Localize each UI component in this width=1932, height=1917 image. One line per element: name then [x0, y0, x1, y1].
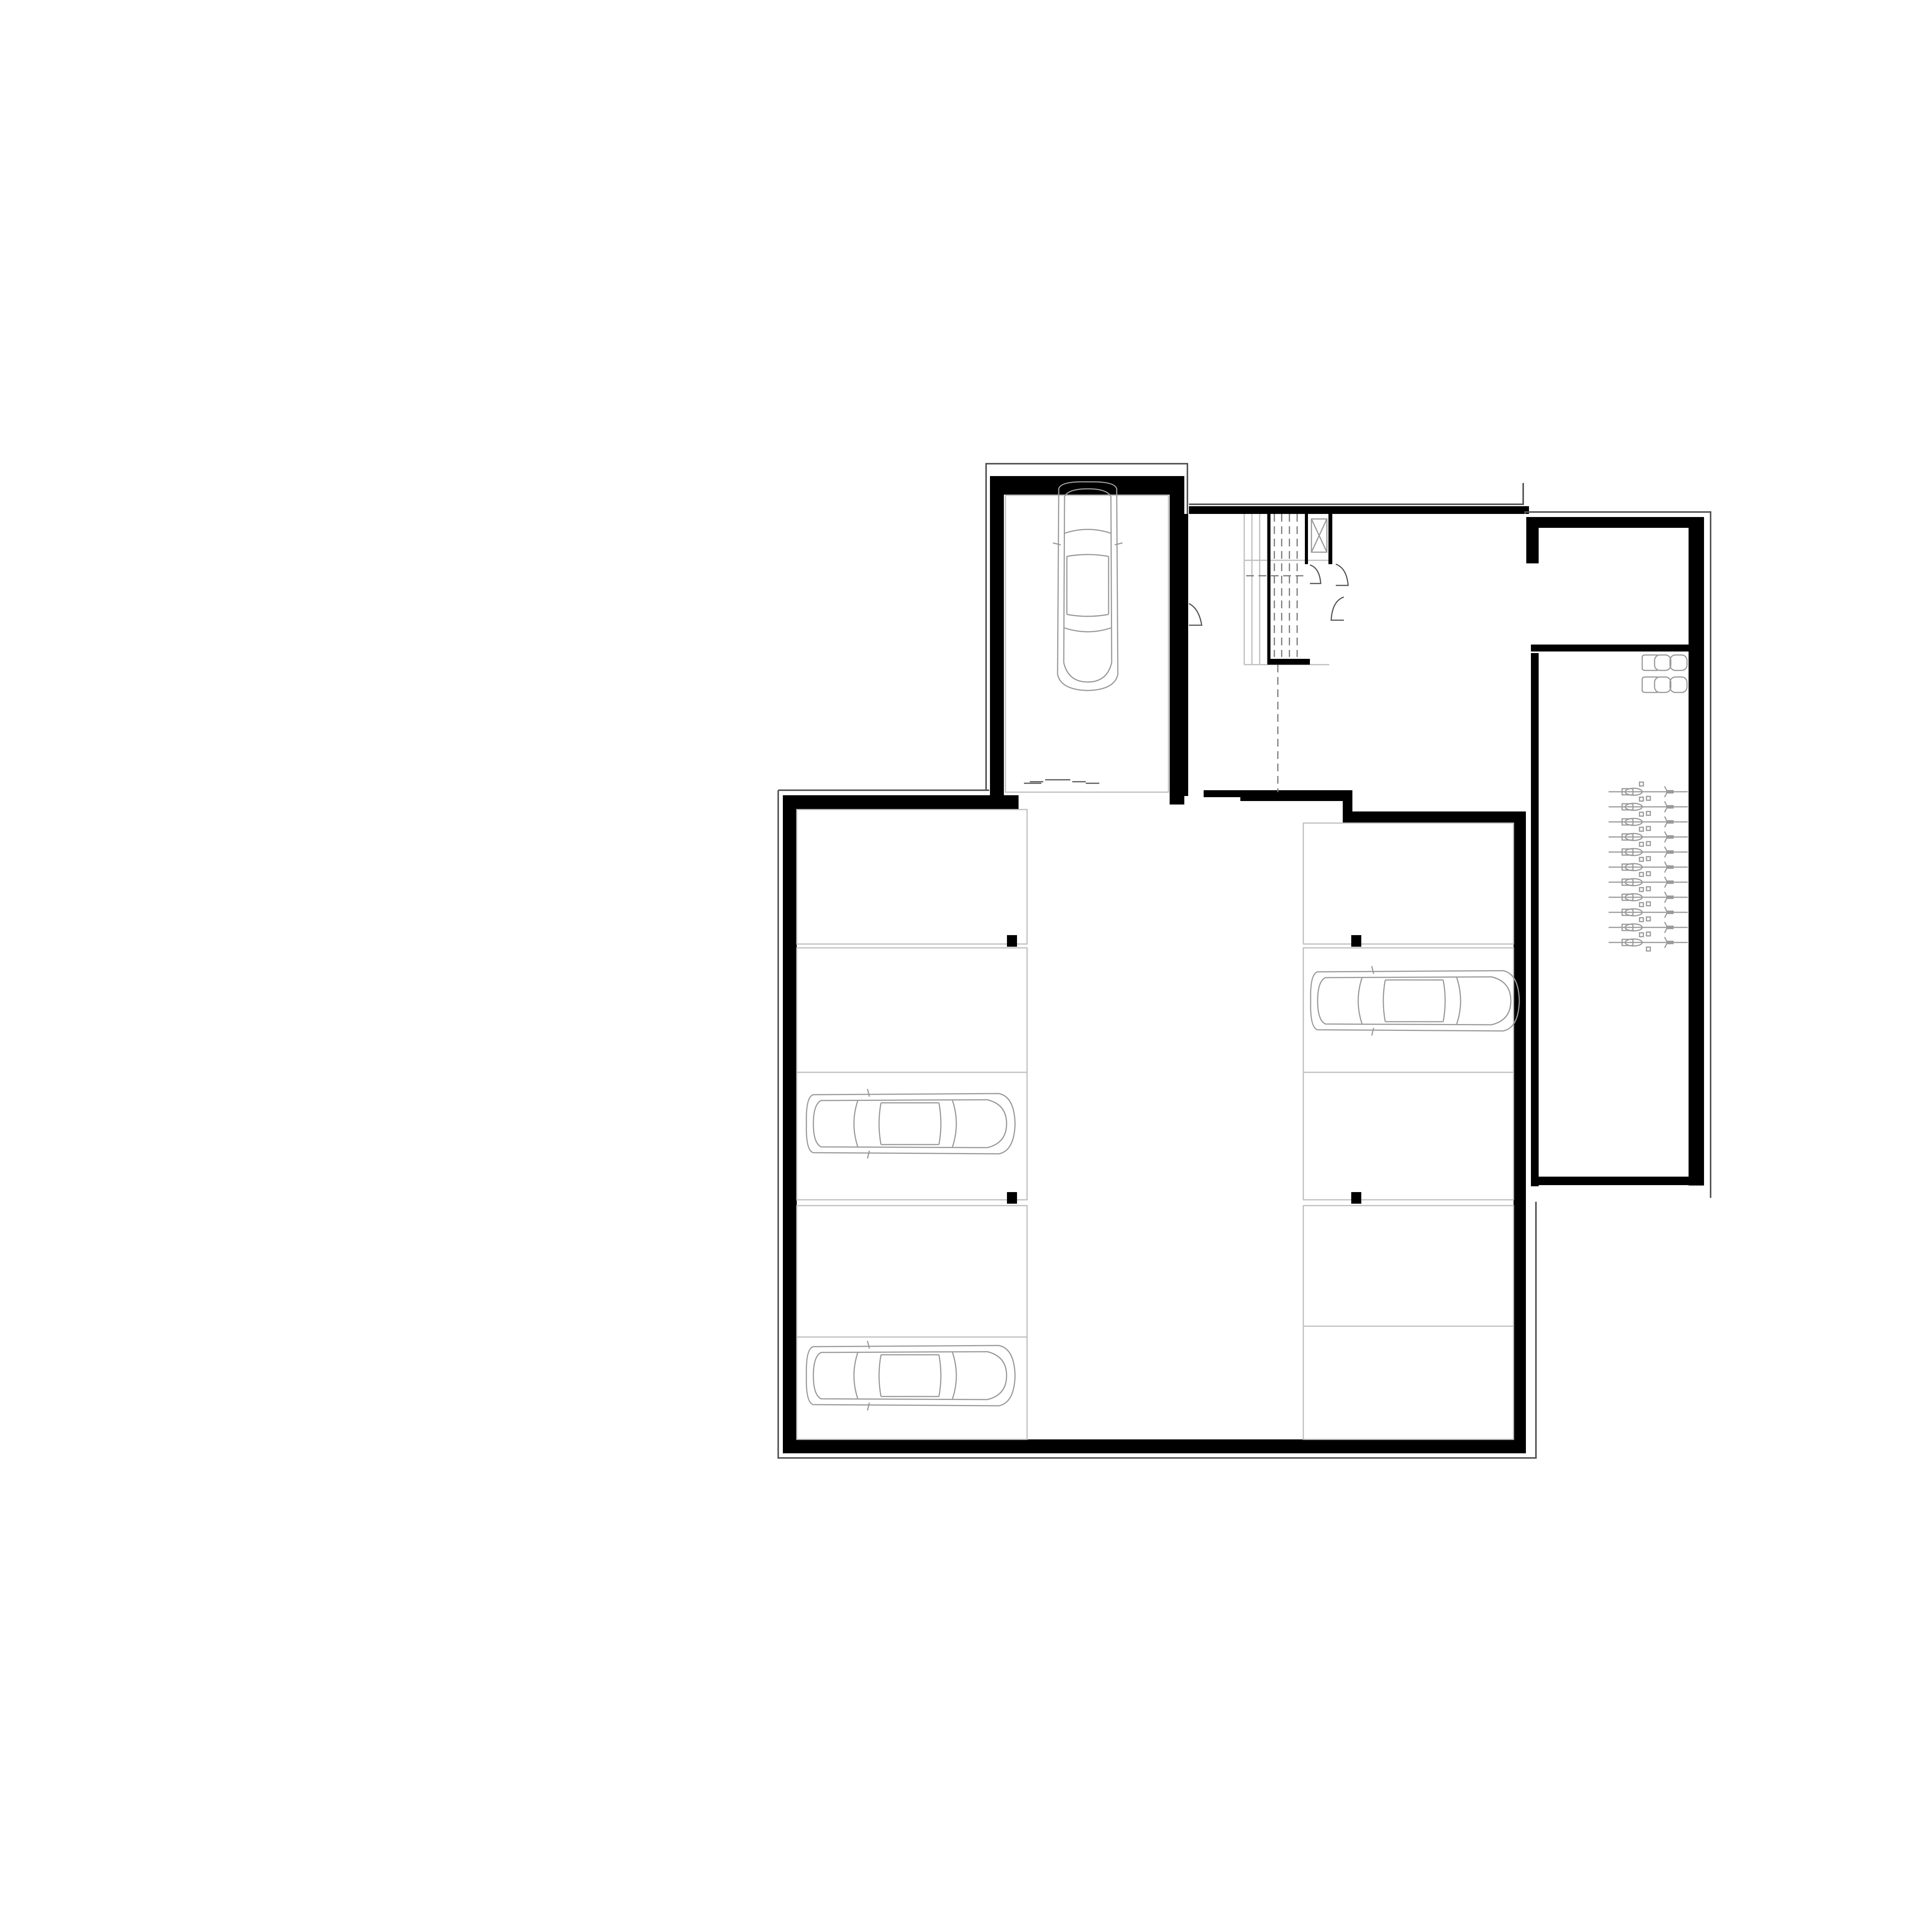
wall-top-left — [783, 795, 1019, 809]
car-lift-wall-right — [1170, 476, 1184, 805]
stroller-icon — [1641, 676, 1688, 693]
wall-top-step — [1343, 790, 1352, 823]
storage-wall-top — [1526, 517, 1704, 528]
core-wall-left — [1184, 514, 1188, 796]
wall-bottom — [783, 1439, 1526, 1453]
stair-core-wall — [1267, 514, 1270, 665]
lift-gate — [1024, 779, 1099, 784]
column — [1007, 935, 1017, 947]
bicycles — [1608, 781, 1689, 952]
car-lift-wall-left — [990, 476, 1004, 805]
wall-top-mid — [1240, 790, 1352, 801]
wall-top-right — [1350, 811, 1524, 823]
parking-bays-right — [1303, 822, 1514, 1440]
wall-right — [1514, 811, 1526, 1453]
core-wall-top — [1189, 506, 1529, 514]
column — [1007, 1192, 1017, 1204]
car-lift — [985, 463, 1188, 805]
storage-wall-right — [1689, 517, 1704, 1186]
wall-left — [783, 795, 797, 1452]
car-icon — [1310, 965, 1520, 1036]
storage-room — [1524, 511, 1711, 1198]
stair-core-wall — [1267, 659, 1310, 665]
storage-wall-left — [1526, 517, 1539, 563]
car-lift-wall-top — [990, 476, 1184, 495]
door-stair[interactable] — [1310, 564, 1321, 584]
parking-bays-left — [796, 809, 1028, 1440]
door-storage[interactable] — [1335, 563, 1349, 586]
bike-wall-left — [1531, 653, 1539, 1186]
storage-wall-bottom — [1531, 645, 1689, 651]
stair-core — [1184, 483, 1529, 797]
door-parking[interactable] — [1189, 603, 1202, 626]
parking-hall-outline — [777, 789, 1537, 1459]
elevator — [1305, 514, 1332, 564]
bicycle-icon — [1608, 781, 1689, 801]
bike-wall-bottom — [1531, 1177, 1703, 1185]
bike-room — [1531, 653, 1703, 1186]
car-icon — [806, 1088, 1016, 1159]
parking-hall — [777, 789, 1537, 1459]
column — [1351, 935, 1361, 947]
door-bike-room[interactable] — [1330, 596, 1344, 621]
column — [1351, 1192, 1361, 1204]
wall-lobby-bottom — [1204, 790, 1240, 797]
car-icon — [1052, 481, 1123, 691]
stroller-icon — [1641, 654, 1688, 671]
staircase — [1243, 514, 1329, 792]
car-icon — [806, 1340, 1016, 1411]
